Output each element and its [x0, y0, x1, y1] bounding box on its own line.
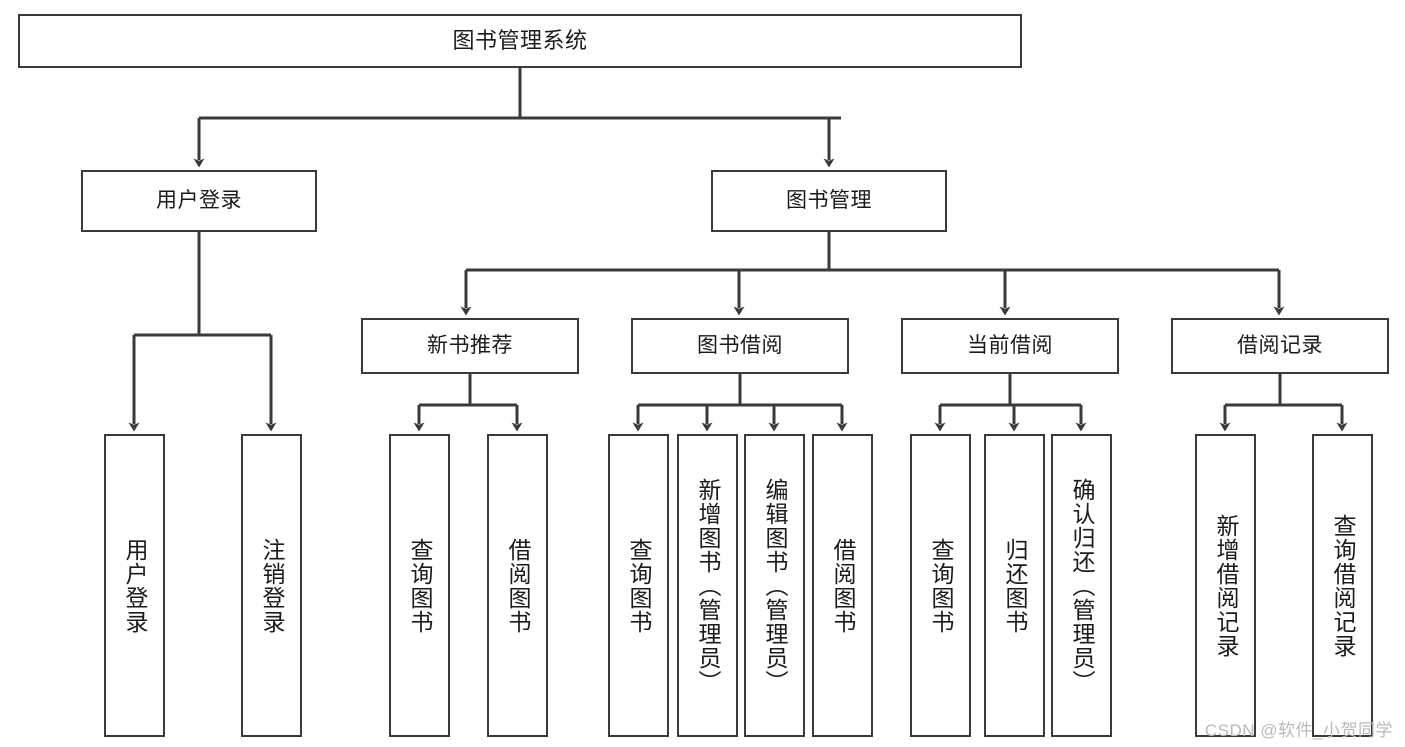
node-leaf-query-book-recommend[interactable]: 查询图书 [389, 434, 450, 737]
edge-currentborrow-to-leaves [934, 374, 1087, 432]
node-leaf-query-book-current[interactable]: 查询图书 [910, 434, 971, 737]
node-leaf-add-book-admin[interactable]: 新增图书（管理员） [677, 434, 738, 737]
node-leaf-query-book-borrow[interactable]: 查询图书 [608, 434, 669, 737]
node-current-borrow[interactable]: 当前借阅 [901, 318, 1119, 374]
node-leaf-edit-book-admin[interactable]: 编辑图书（管理员） [744, 434, 805, 737]
node-leaf-borrow-book[interactable]: 借阅图书 [812, 434, 873, 737]
node-leaf-return-book[interactable]: 归还图书 [984, 434, 1045, 737]
edge-newbookrec-to-leaves [413, 374, 523, 432]
node-book-borrow[interactable]: 图书借阅 [631, 318, 849, 374]
node-root-system[interactable]: 图书管理系统 [18, 14, 1022, 68]
edge-root-to-level2 [193, 68, 841, 168]
node-borrow-record[interactable]: 借阅记录 [1171, 318, 1389, 374]
node-leaf-add-borrow-record[interactable]: 新增借阅记录 [1195, 434, 1256, 737]
edge-bookborrow-to-leaves [632, 374, 848, 432]
node-leaf-borrow-book-recommend[interactable]: 借阅图书 [487, 434, 548, 737]
edge-borrowrecord-to-leaves [1219, 374, 1348, 432]
node-leaf-confirm-return-admin[interactable]: 确认归还（管理员） [1051, 434, 1112, 737]
node-book-management[interactable]: 图书管理 [711, 170, 947, 232]
csdn-watermark: CSDN @软件_小贺同学 [1204, 721, 1393, 740]
node-leaf-query-borrow-record[interactable]: 查询借阅记录 [1312, 434, 1373, 737]
edge-bookmanage-to-level3 [460, 232, 1285, 316]
node-new-book-recommend[interactable]: 新书推荐 [361, 318, 579, 374]
node-leaf-logout[interactable]: 注销登录 [241, 434, 302, 737]
node-leaf-user-login[interactable]: 用户登录 [104, 434, 165, 737]
node-user-login[interactable]: 用户登录 [81, 170, 317, 232]
edge-userlogin-to-leaves [128, 232, 277, 432]
